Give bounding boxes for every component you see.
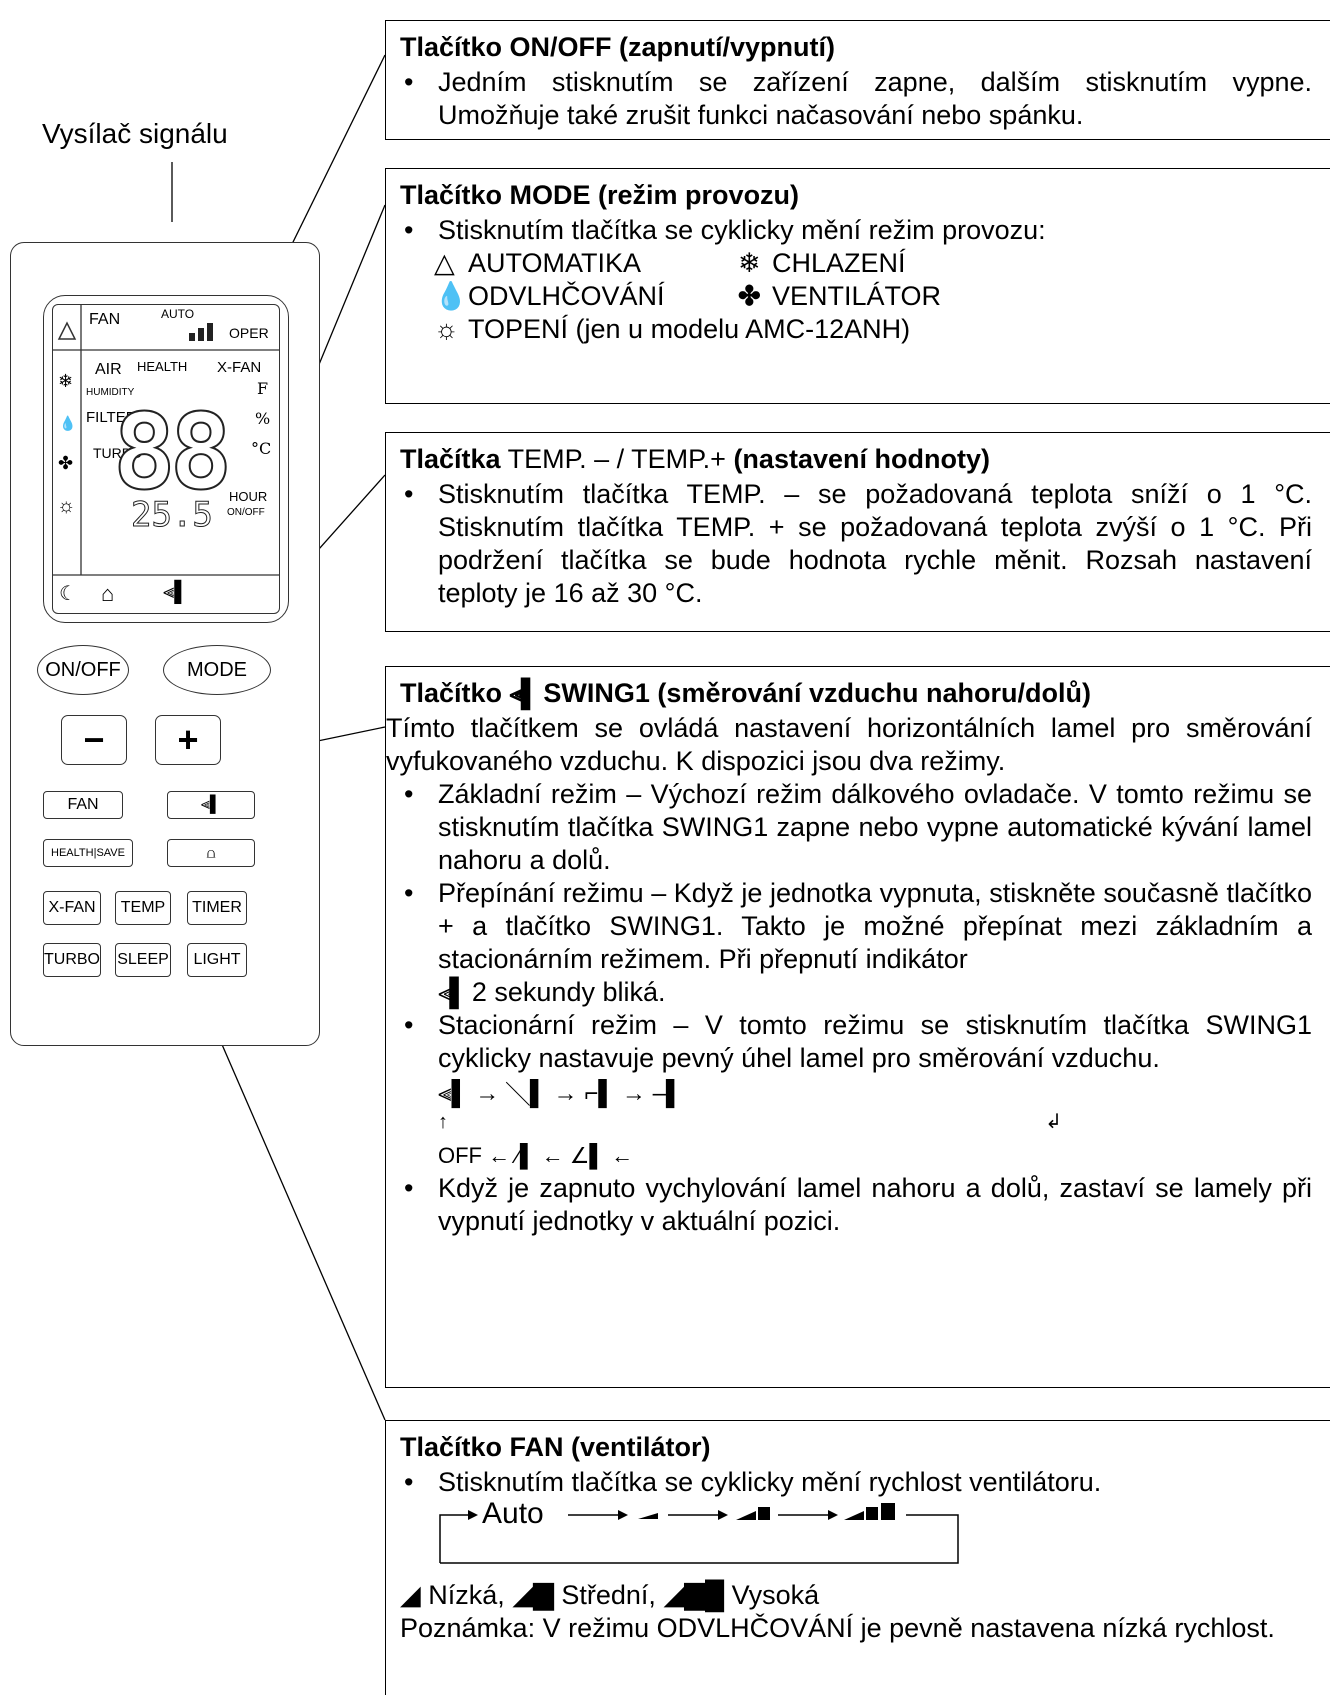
snowflake-icon: ❄ — [58, 371, 74, 391]
heat-mode-icon: ☼ — [434, 314, 459, 344]
onoff-button[interactable]: ON/OFF — [37, 645, 129, 695]
swing-indicator-icon: ⫷▌ — [438, 977, 468, 1007]
lcd-oper: OPER — [229, 325, 269, 341]
house-icon: ⌂ — [101, 581, 115, 606]
mid-speed-icon: ◢▇ — [512, 1580, 554, 1610]
section-mode: Tlačítko MODE (režim provozu) •Stisknutí… — [385, 168, 1330, 404]
fan-legend: ◢ Nízká, ◢▇ Střední, ◢▇█ Vysoká — [400, 1580, 820, 1610]
lcd-percent: % — [255, 409, 271, 428]
lcd-fan: FAN — [89, 311, 121, 328]
lcd-onoff: ON/OFF — [227, 507, 265, 518]
lcd-f: F — [257, 379, 269, 398]
lcd-humidity: HUMIDITY — [86, 387, 135, 398]
fan-icon: ✤ — [58, 453, 74, 473]
temp-button[interactable]: TEMP — [115, 891, 171, 925]
fan-title: Tlačítko FAN (ventilátor) — [400, 1432, 711, 1462]
lcd-auto: AUTO — [161, 307, 195, 321]
xfan-button[interactable]: X-FAN — [43, 891, 101, 925]
temp-text: Stisknutím tlačítka TEMP. – se požadovan… — [438, 479, 1312, 608]
swing-button[interactable]: ⫷▌ — [167, 791, 255, 819]
light-button[interactable]: LIGHT — [187, 943, 247, 977]
section-onoff: Tlačítko ON/OFF (zapnutí/vypnutí) •Jední… — [385, 20, 1330, 140]
swing-lr-button[interactable]: ⩍ — [167, 839, 255, 867]
lcd-small-digits: 25.5 — [131, 495, 214, 536]
fan-speed-cycle: Auto — [438, 1497, 1008, 1579]
onoff-text: Jedním stisknutím se zařízení zapne, dal… — [438, 67, 1312, 130]
off-label: OFF — [438, 1143, 482, 1168]
lcd-display: FAN AUTO OPER AIR HEALTH X-FAN HUMIDITY … — [43, 295, 289, 623]
section-swing: Tlačítko ⫷▌ SWING1 (směrování vzduchu na… — [385, 666, 1330, 1388]
swing-icon: ⫷▌ — [163, 581, 189, 603]
auto-mode-icon: △ — [434, 248, 455, 278]
temp-minus-button[interactable]: − — [61, 715, 127, 765]
fan-text: Stisknutím tlačítka se cyklicky mění ryc… — [438, 1467, 1102, 1497]
fan-mode-icon: ✤ — [738, 281, 761, 311]
fan-note: Poznámka: V režimu ODVLHČOVÁNÍ je pevně … — [400, 1613, 1275, 1643]
swing-stationary: Stacionární režim – V tomto režimu se st… — [438, 1010, 1312, 1073]
lcd-health: HEALTH — [137, 359, 188, 374]
section-fan: Tlačítko FAN (ventilátor) •Stisknutím tl… — [385, 1420, 1330, 1695]
moon-icon: ☾ — [59, 583, 77, 605]
transmitter-label: Vysílač signálu — [42, 118, 228, 149]
swing-icon: ⫷▌ — [509, 678, 540, 708]
mode-title: Tlačítko MODE (režim provozu) — [400, 180, 800, 210]
dry-mode-icon: 💧 — [434, 281, 468, 311]
swing-sequence: ⫷▌ → ╲▌ → ⌐▌ → –▌ ↑ ↲ OFF ← ∕▌ ← ∠▌ ← — [438, 1080, 1062, 1168]
mode-text: Stisknutím tlačítka se cyklicky mění rež… — [438, 215, 1046, 245]
health-save-button[interactable]: HEALTH|SAVE — [43, 839, 133, 867]
fan-button[interactable]: FAN — [43, 791, 123, 819]
lcd-lines — [53, 305, 279, 576]
timer-button[interactable]: TIMER — [187, 891, 247, 925]
temp-plus-button[interactable]: + — [155, 715, 221, 765]
mode-list: △AUTOMATIKA ❄CHLAZENÍ 💧ODVLHČOVÁNÍ ✤VENT… — [434, 248, 942, 344]
drops-icon: 💧 — [59, 415, 77, 431]
lcd-xfan: X-FAN — [217, 359, 262, 376]
turbo-button[interactable]: TURBO — [43, 943, 101, 977]
low-speed-icon: ◢ — [400, 1580, 421, 1610]
swing-basic: Základní režim – Výchozí režim dálkového… — [438, 779, 1312, 875]
onoff-title: Tlačítko ON/OFF (zapnutí/vypnutí) — [400, 32, 835, 62]
fan-auto-label: Auto — [482, 1497, 544, 1530]
sun-icon: ☼ — [57, 495, 76, 517]
section-temp: Tlačítka TEMP. – / TEMP.+ (nastavení hod… — [385, 432, 1330, 632]
remote-control: FAN AUTO OPER AIR HEALTH X-FAN HUMIDITY … — [10, 242, 320, 1046]
high-speed-icon: ◢▇█ — [663, 1580, 725, 1610]
temp-title: Tlačítka TEMP. – / TEMP.+ (nastavení hod… — [400, 444, 990, 474]
lcd-turbo: TURBO — [93, 445, 142, 461]
mode-button[interactable]: MODE — [163, 645, 271, 695]
lcd-big-digits: 88 — [112, 391, 233, 513]
sleep-button[interactable]: SLEEP — [115, 943, 171, 977]
cool-mode-icon: ❄ — [738, 248, 761, 278]
swing-switch: Přepínání režimu – Když je jednotka vypn… — [438, 878, 1312, 1007]
lcd-hour: HOUR — [229, 489, 268, 504]
lcd-air: AIR — [95, 361, 122, 378]
swing-stop: Když je zapnuto vychylování lamel nahoru… — [438, 1173, 1312, 1236]
swing-intro: Tímto tlačítkem se ovládá nastavení hori… — [386, 713, 1312, 776]
lcd-celsius: °C — [251, 439, 272, 458]
swing-title: Tlačítko ⫷▌ SWING1 (směrování vzduchu na… — [400, 678, 1091, 708]
lcd-filter: FILTER — [86, 409, 137, 426]
